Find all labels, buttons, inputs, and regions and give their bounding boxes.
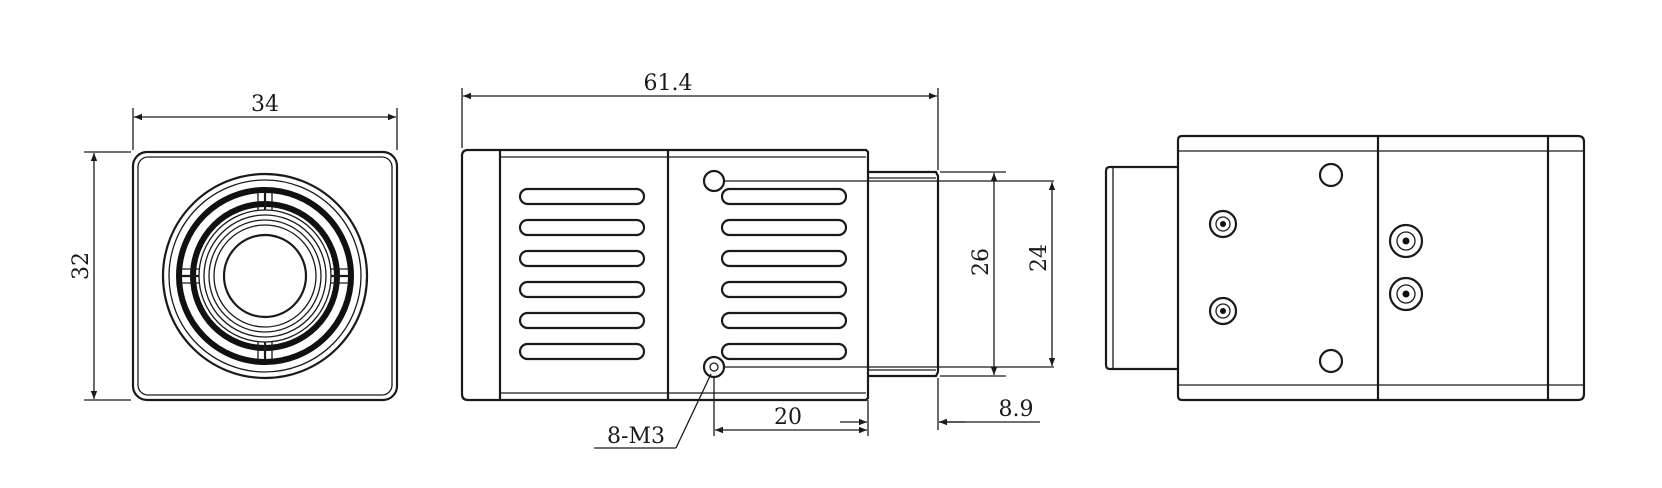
lens-mount (161, 172, 369, 380)
dim-label-front-height: 32 (69, 252, 94, 280)
mounting-holes-side (702, 169, 1054, 379)
dimension-lens-length: 8.9 (840, 378, 1040, 430)
side-view: 61.4 26 24 20 8.9 (460, 71, 1056, 449)
dimension-diameter-inner: 24 (1027, 182, 1056, 366)
front-view: 34 32 (69, 92, 399, 402)
dimension-hole-offset: 20 (713, 377, 869, 436)
dimension-front-width: 34 (132, 92, 398, 150)
vent-slots-right (720, 187, 848, 361)
dim-label-hole-offset: 20 (774, 405, 802, 430)
thread-callout: 8-M3 (594, 373, 712, 449)
bottom-view (1104, 134, 1586, 402)
dimension-side-length: 61.4 (461, 71, 939, 170)
dim-label-diameter-outer: 26 (969, 248, 994, 276)
dim-label-diameter-inner: 24 (1027, 244, 1052, 272)
dim-label-front-width: 34 (251, 92, 279, 117)
dim-label-thread: 8-M3 (607, 424, 665, 449)
dim-label-side-length: 61.4 (644, 71, 693, 96)
dimension-front-height: 32 (69, 151, 131, 401)
mounting-holes-bottom (1208, 162, 1424, 374)
dimension-diameter-outer: 26 (940, 171, 1006, 377)
vent-slots-left (518, 187, 646, 361)
dim-label-lens-length: 8.9 (999, 397, 1034, 422)
